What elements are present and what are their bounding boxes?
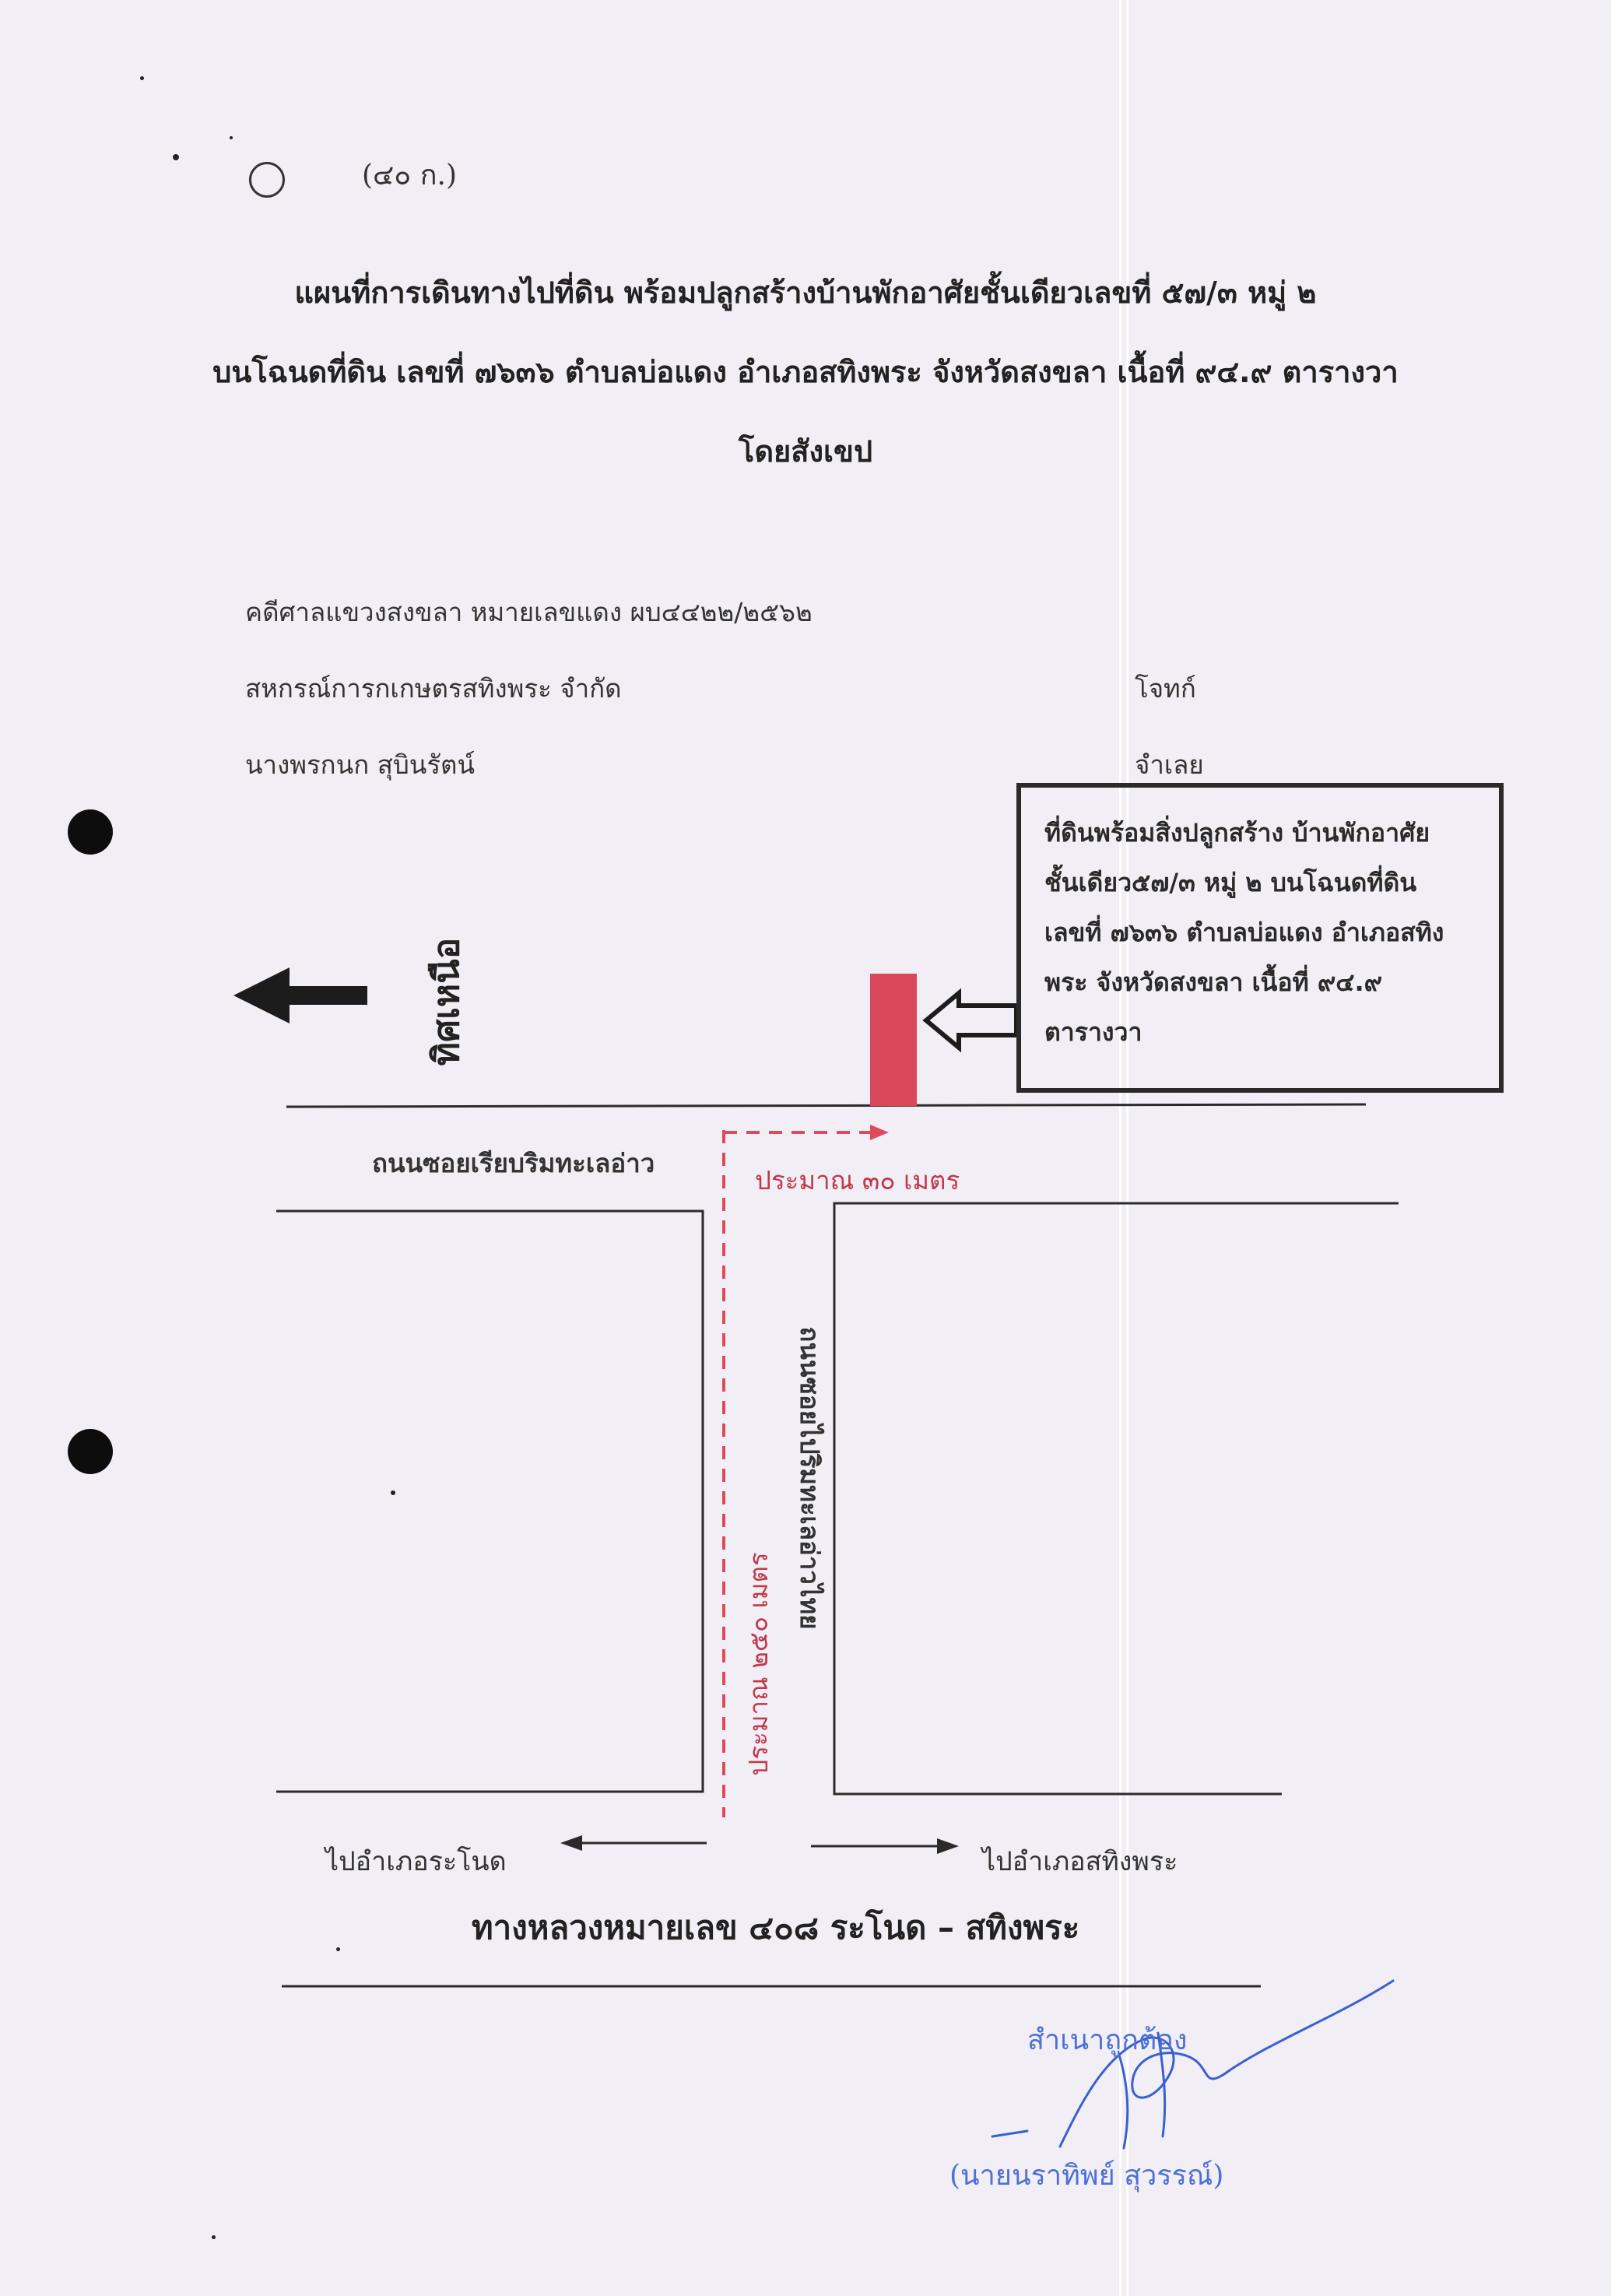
road-vertical-label: ถนนซอยไปริมทะเลอ่าวไทย [795, 1326, 825, 1630]
road-edge-left-block [276, 1209, 704, 1793]
to-ranot-label: ไปอำเภอระโนด [325, 1846, 507, 1877]
north-arrow-icon [233, 967, 367, 1023]
plaintiff-role: โจทก์ [1135, 673, 1196, 704]
info-line: เลขที่ ๗๖๓๖ ตำบลบ่อแดง อำเภอสทิง [1044, 918, 1444, 947]
case-number: คดีศาลแขวงสงขลา หมายเลขแดง ผบ๔๔๒๒/๒๕๖๒ [245, 597, 813, 627]
property-marker [870, 974, 917, 1106]
road-top-label: ถนนซอยเรียบริมทะเลอ่าว [372, 1148, 655, 1178]
to-sathing-phra-label: ไปอำเภอสทิงพระ [982, 1846, 1178, 1877]
document-reference: (๔๐ ก.) [362, 160, 457, 191]
punch-hole [68, 1429, 113, 1474]
signature [991, 1979, 1395, 2150]
title-line-1: แผนที่การเดินทางไปที่ดิน พร้อมปลูกสร้างบ… [294, 276, 1317, 310]
title-line-2: บนโฉนดที่ดิน เลขที่ ๗๖๓๖ ตำบลบ่อแดง อำเภ… [212, 355, 1399, 389]
certified-copy-stamp: สำเนาถูกต้อง [1027, 2024, 1188, 2056]
info-line: พระ จังหวัดสงขลา เนื้อที่ ๙๔.๙ [1044, 967, 1383, 997]
arrow-right-icon [937, 1838, 959, 1854]
defendant-role: จำเลย [1135, 750, 1204, 780]
punch-hole [68, 809, 113, 855]
road-edge-top [286, 1103, 1367, 1108]
property-info-box: ที่ดินพร้อมสิ่งปลูกสร้าง บ้านพักอาศัย ชั… [1016, 783, 1504, 1093]
distance-top-label: ประมาณ ๓๐ เมตร [755, 1165, 960, 1195]
certifier-name: (นายนราทิพย์ สุวรรณ์) [949, 2160, 1224, 2192]
defendant-name: นางพรกนก สุบินรัตน์ [245, 750, 476, 780]
road-edge-right-block [833, 1202, 1399, 1796]
circle-mark [249, 162, 285, 198]
info-line: ชั้นเดียว๕๗/๓ หมู่ ๒ บนโฉนดที่ดิน [1044, 868, 1417, 897]
title-line-3: โดยสังเขป [738, 434, 873, 469]
distance-vertical-label: ประมาณ ๒๕๐ เมตร [743, 1552, 774, 1776]
info-line: ที่ดินพร้อมสิ่งปลูกสร้าง บ้านพักอาศัย [1044, 818, 1430, 848]
highway-label: ทางหลวงหมายเลข ๔๐๘ ระโนด – สทิงพระ [472, 1908, 1080, 1947]
hollow-arrow-icon [922, 988, 1019, 1053]
plaintiff-name: สหกรณ์การกเกษตรสทิงพระ จำกัด [245, 673, 622, 704]
info-line: ตารางวา [1044, 1017, 1142, 1047]
route-arrowhead [870, 1125, 889, 1140]
north-label: ทิศเหนือ [425, 937, 467, 1066]
arrow-left-icon [560, 1835, 582, 1851]
